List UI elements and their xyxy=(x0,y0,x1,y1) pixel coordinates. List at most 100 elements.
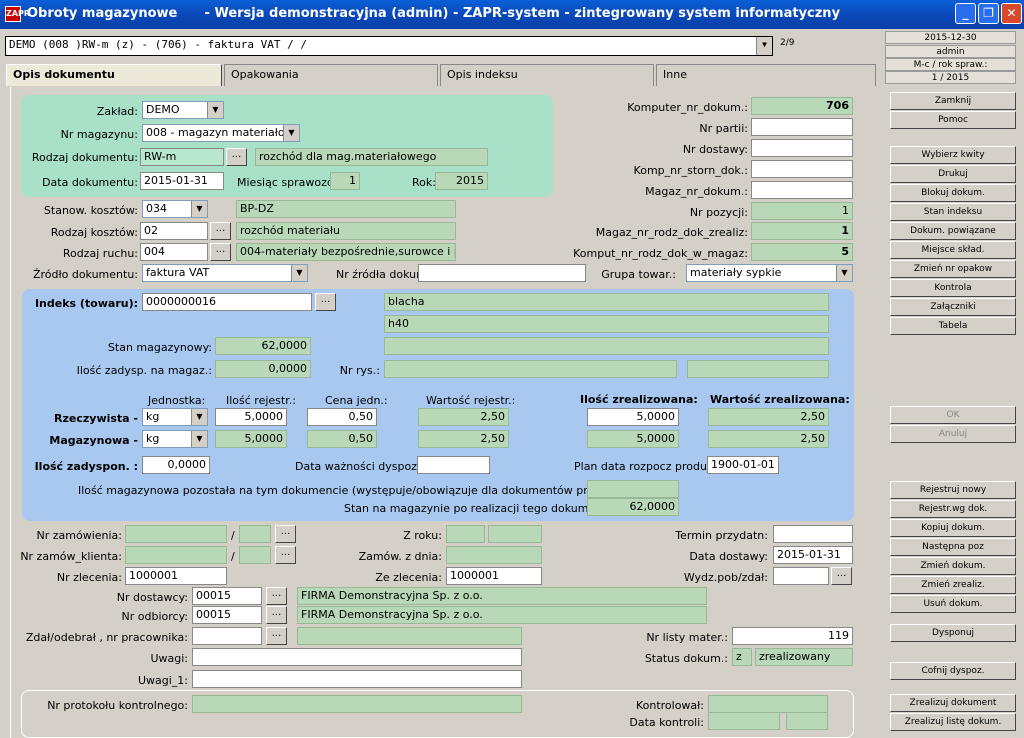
side-button[interactable]: Załączniki xyxy=(890,298,1016,316)
side-button[interactable]: Kopiuj dokum. xyxy=(890,519,1016,537)
ok-button[interactable]: OK xyxy=(890,406,1016,424)
chevron-down-icon[interactable]: ▼ xyxy=(191,201,207,217)
ze-zlecenia-field[interactable]: 1000001 xyxy=(446,567,542,585)
zaklad-select[interactable]: DEMO▼ xyxy=(142,101,224,119)
nr-zlecenia-field[interactable]: 1000001 xyxy=(125,567,227,585)
chevron-down-icon[interactable]: ▼ xyxy=(756,37,772,55)
stanow-kosztow-select[interactable]: 034▼ xyxy=(142,200,208,218)
rok-label: Rok: xyxy=(412,176,436,189)
maximize-button[interactable]: ❐ xyxy=(978,3,999,24)
right-field-value[interactable] xyxy=(751,160,853,178)
side-button[interactable]: Stan indeksu xyxy=(890,203,1016,221)
kontrolowal-label: Kontrolował: xyxy=(635,699,704,712)
magazynowa-jednostka-value: kg xyxy=(146,432,160,445)
rodzaj-kosztow-lookup-button[interactable]: ... xyxy=(210,222,231,240)
rodzaj-ruchu-field[interactable]: 004 xyxy=(140,243,208,261)
side-button[interactable]: Wybierz kwity xyxy=(890,146,1016,164)
side-button[interactable]: Rejestruj nowy xyxy=(890,481,1016,499)
zrodlo-dokumentu-select[interactable]: faktura VAT▼ xyxy=(142,264,308,282)
rzeczywista-ilosc-field[interactable]: 5,0000 xyxy=(215,408,287,426)
side-button[interactable]: Usuń dokum. xyxy=(890,595,1016,613)
wydz-lookup-button[interactable]: ... xyxy=(831,567,852,585)
side-button[interactable]: Blokuj dokum. xyxy=(890,184,1016,202)
rzeczywista-ilosc-zreal-field[interactable]: 5,0000 xyxy=(587,408,679,426)
plan-data-label: Plan data rozpocz produk.: xyxy=(574,460,721,473)
side-button[interactable]: Zmień dokum. xyxy=(890,557,1016,575)
chevron-down-icon[interactable]: ▼ xyxy=(191,431,207,447)
right-field-value[interactable] xyxy=(751,139,853,157)
rodzaj-ruchu-lookup-button[interactable]: ... xyxy=(210,243,231,261)
close-button[interactable]: ✕ xyxy=(1001,3,1022,24)
side-button[interactable]: Tabela xyxy=(890,317,1016,335)
nr-odbiorcy-field[interactable]: 00015 xyxy=(192,606,262,624)
right-field-value[interactable] xyxy=(751,181,853,199)
rodzaj-dokumentu-lookup-button[interactable]: ... xyxy=(226,148,247,166)
rzeczywista-cena-field[interactable]: 0,50 xyxy=(307,408,377,426)
document-select-value: DEMO (008 )RW-m (z) - (706) - faktura VA… xyxy=(9,38,308,51)
anuluj-button[interactable]: Anuluj xyxy=(890,425,1016,443)
side-button[interactable]: Zmień zrealiz. xyxy=(890,576,1016,594)
rzeczywista-jednostka-select[interactable]: kg▼ xyxy=(142,408,208,426)
termin-field[interactable] xyxy=(773,525,853,543)
side-button[interactable]: Zrealizuj dokument xyxy=(890,694,1016,712)
info-user: admin xyxy=(885,45,1016,58)
zdal-lookup-button[interactable]: ... xyxy=(266,627,287,645)
side-button[interactable]: Zmień nr opakow xyxy=(890,260,1016,278)
data-waznosci-field[interactable] xyxy=(417,456,490,474)
side-button[interactable]: Dysponuj xyxy=(890,624,1016,642)
side-button[interactable]: Dokum. powiązane xyxy=(890,222,1016,240)
nr-zamow-klienta-slash: / xyxy=(231,550,235,563)
nr-zamowienia-year xyxy=(239,525,271,543)
chevron-down-icon[interactable]: ▼ xyxy=(291,265,307,281)
uwagi-field[interactable] xyxy=(192,648,522,666)
side-button[interactable]: Następna poz xyxy=(890,538,1016,556)
tab-opakowania[interactable]: Opakowania xyxy=(224,64,438,86)
nr-dostawcy-field[interactable]: 00015 xyxy=(192,587,262,605)
side-button[interactable]: Rejestr.wg dok. xyxy=(890,500,1016,518)
side-button[interactable]: Kontrola xyxy=(890,279,1016,297)
nr-dostawcy-lookup-button[interactable]: ... xyxy=(266,587,287,605)
chevron-down-icon[interactable]: ▼ xyxy=(207,102,223,118)
rodzaj-kosztow-field[interactable]: 02 xyxy=(140,222,208,240)
wydz-field[interactable] xyxy=(773,567,829,585)
nr-odbiorcy-lookup-button[interactable]: ... xyxy=(266,606,287,624)
nr-zamowienia-lookup-button[interactable]: ... xyxy=(275,525,296,543)
tab-inne[interactable]: Inne xyxy=(656,64,876,86)
nr-magazynu-select[interactable]: 008 - magazyn materiałowy▼ xyxy=(142,124,300,142)
info-date: 2015-12-30 xyxy=(885,31,1016,44)
nr-zamow-klienta-lookup-button[interactable]: ... xyxy=(275,546,296,564)
tab-opis-dokumentu[interactable]: Opis dokumentu xyxy=(6,64,222,86)
nr-listy-field[interactable]: 119 xyxy=(732,627,853,645)
side-button[interactable]: Zamknij xyxy=(890,92,1016,110)
tab-opis-indeksu[interactable]: Opis indeksu xyxy=(440,64,654,86)
miesiac-label: Miesiąc sprawozd: xyxy=(237,176,338,189)
data-waznosci-label: Data ważności dyspoz.: xyxy=(295,460,425,473)
chevron-down-icon[interactable]: ▼ xyxy=(283,125,299,141)
stanow-kosztow-label: Stanow. kosztów: xyxy=(43,204,138,217)
side-button[interactable]: Cofnij dyspoz. xyxy=(890,662,1016,680)
chevron-down-icon[interactable]: ▼ xyxy=(191,409,207,425)
grupa-towar-select[interactable]: materiały sypkie▼ xyxy=(686,264,853,282)
data-dokumentu-field[interactable]: 2015-01-31 xyxy=(140,172,224,190)
indeks-lookup-button[interactable]: ... xyxy=(315,293,336,311)
stanow-kosztow-desc: BP-DZ xyxy=(236,200,456,218)
indeks-field[interactable]: 0000000016 xyxy=(142,293,312,311)
side-button[interactable]: Miejsce skład. xyxy=(890,241,1016,259)
document-select[interactable]: DEMO (008 )RW-m (z) - (706) - faktura VA… xyxy=(5,36,773,56)
uwagi-1-field[interactable] xyxy=(192,670,522,688)
nr-zrodla-field[interactable] xyxy=(418,264,586,282)
right-field-value[interactable] xyxy=(751,118,853,136)
chevron-down-icon[interactable]: ▼ xyxy=(836,265,852,281)
rodzaj-dokumentu-field[interactable]: RW-m xyxy=(140,148,224,166)
data-dostawy-field[interactable]: 2015-01-31 xyxy=(773,546,853,564)
side-button[interactable]: Zrealizuj listę dokum. xyxy=(890,713,1016,731)
side-button[interactable]: Pomoc xyxy=(890,111,1016,129)
zdal-field[interactable] xyxy=(192,627,262,645)
ilosc-zadysp-mag-label: Ilość zadysp. na magaz.: xyxy=(76,364,212,377)
uwagi-1-label: Uwagi_1: xyxy=(137,674,188,687)
side-button[interactable]: Drukuj xyxy=(890,165,1016,183)
minimize-button[interactable]: _ xyxy=(955,3,976,24)
magazynowa-jednostka-select[interactable]: kg ▼ xyxy=(142,430,208,448)
plan-data-field[interactable]: 1900-01-01 xyxy=(707,456,779,474)
ilosc-zadyspon-field[interactable]: 0,0000 xyxy=(142,456,210,474)
